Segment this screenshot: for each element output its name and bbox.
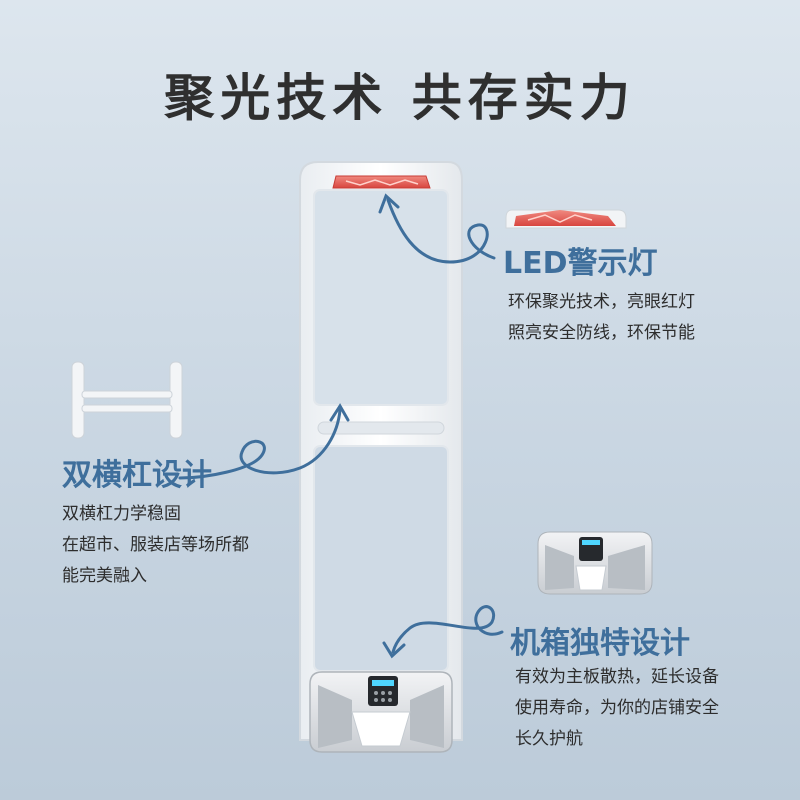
feature-desc-box: 有效为主板散热，延长设备 使用寿命，为你的店铺安全 长久护航 (515, 662, 719, 755)
double-bar-icon (71, 361, 183, 439)
desc-line: 照亮安全防线，环保节能 (508, 323, 695, 343)
feature-title-box: 机箱独特设计 (510, 626, 690, 661)
desc-line: 使用寿命，为你的店铺安全 (515, 698, 719, 718)
feature-title-led: LED警示灯 (503, 246, 658, 281)
machine-box (309, 671, 453, 753)
page-title: 聚光技术 共存实力 (164, 69, 636, 127)
curved-arrow-icon (178, 193, 504, 659)
feature-desc-bar: 双横杠力学稳固 在超市、服装店等场所都 能完美融入 (62, 499, 249, 592)
desc-line: 双横杠力学稳固 (62, 504, 181, 524)
led-light-icon (505, 209, 627, 229)
security-gate-antenna (299, 161, 463, 741)
desc-line: 在超市、服装店等场所都 (62, 535, 249, 555)
feature-title-bar: 双横杠设计 (62, 458, 212, 493)
desc-line: 环保聚光技术，亮眼红灯 (508, 292, 695, 312)
desc-line: 有效为主板散热，延长设备 (515, 667, 719, 687)
desc-line: 长久护航 (515, 729, 583, 749)
desc-line: 能完美融入 (62, 566, 147, 586)
feature-desc-led: 环保聚光技术，亮眼红灯 照亮安全防线，环保节能 (508, 287, 695, 349)
machine-box-icon (537, 531, 653, 595)
